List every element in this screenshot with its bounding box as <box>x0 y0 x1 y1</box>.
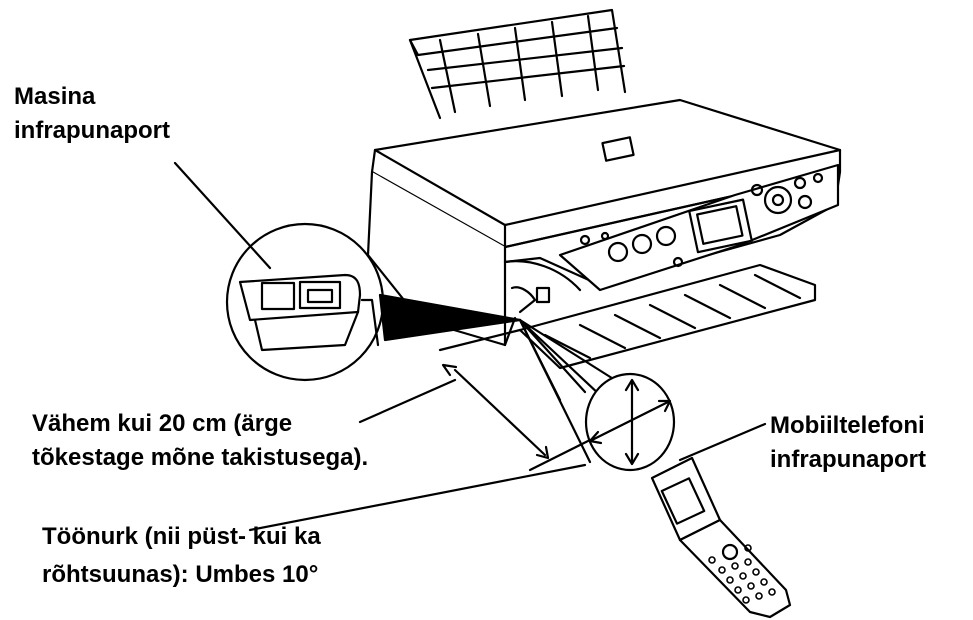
machine-port-line-2: infrapunaport <box>14 117 170 144</box>
phone-port-line-2: infrapunaport <box>770 446 926 473</box>
phone-port-leader <box>678 422 767 462</box>
distance-line-1: Vähem kui 20 cm (ärge <box>32 410 293 437</box>
phone-infrared-port-label: Mobiiltelefoni infrapunaport <box>770 409 926 477</box>
printer-illustration <box>366 8 842 370</box>
machine-port-line-1: Masina <box>14 83 96 110</box>
working-angle-label: Töönurk (nii püst- kui ka rõhtsuunas): U… <box>42 518 321 594</box>
angle-line-2: rõhtsuunas): Umbes 10° <box>42 561 319 588</box>
distance-leader <box>358 378 457 424</box>
distance-line-2: tõkestage mõne takistusega). <box>32 444 369 471</box>
distance-arrow <box>438 328 592 472</box>
machine-infrared-port-label: Masina infrapunaport <box>14 80 170 148</box>
mobile-phone-illustration <box>650 456 792 619</box>
angle-line-1: Töönurk (nii püst- kui ka <box>42 523 321 550</box>
phone-port-line-1: Mobiiltelefoni <box>770 412 925 439</box>
angle-leader <box>248 463 587 532</box>
direction-arrows <box>588 378 672 466</box>
machine-port-leader <box>173 161 272 270</box>
distance-label: Vähem kui 20 cm (ärge tõkestage mõne tak… <box>32 407 368 475</box>
